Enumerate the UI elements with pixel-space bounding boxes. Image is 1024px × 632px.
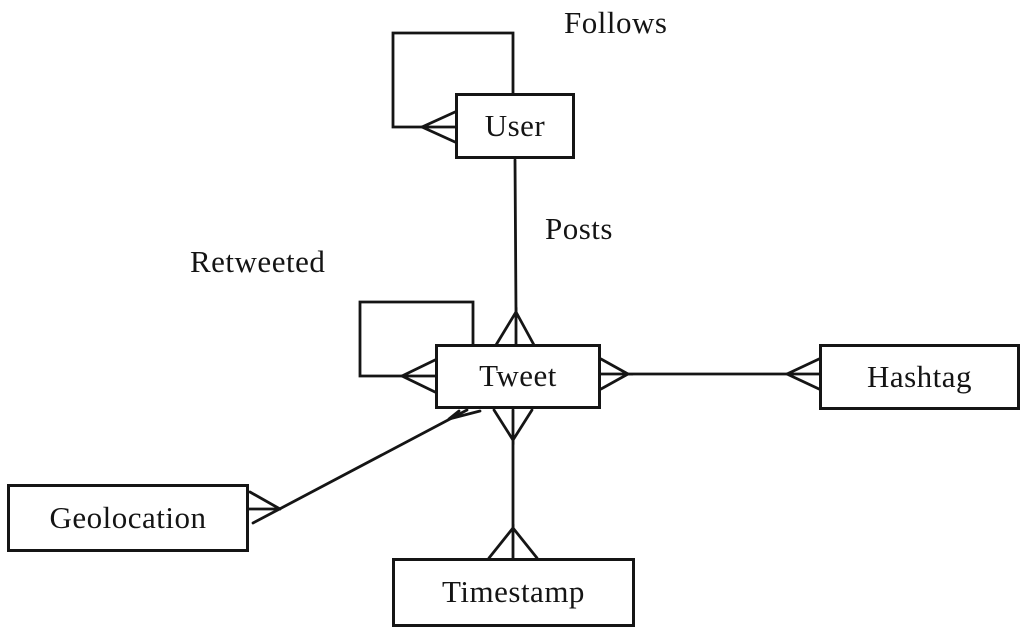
entity-tweet: Tweet	[435, 344, 601, 409]
tweet-hashtag-crow-foot-tweet-icon	[599, 357, 634, 391]
follows-crow-foot-icon	[420, 110, 457, 144]
tweet-geolocation-crow-foot-geolocation-icon	[247, 490, 282, 511]
entity-geolocation: Geolocation	[7, 484, 249, 552]
entity-tweet-label: Tweet	[479, 358, 557, 393]
posts-crow-foot-icon	[494, 306, 536, 347]
entity-user: User	[455, 93, 575, 159]
retweeted-self-loop-line	[358, 300, 475, 378]
relationship-label-retweeted: Retweeted	[190, 244, 326, 279]
relationship-label-posts: Posts	[545, 211, 613, 246]
entity-timestamp-label: Timestamp	[442, 574, 585, 609]
entity-hashtag: Hashtag	[819, 344, 1020, 410]
tweet-geolocation-line	[251, 408, 469, 525]
tweet-timestamp-crow-foot-timestamp-icon	[487, 524, 539, 560]
entity-user-label: User	[484, 107, 546, 143]
entity-timestamp: Timestamp	[392, 558, 635, 627]
entity-geolocation-label: Geolocation	[49, 499, 207, 535]
tweet-geolocation-crow-foot-tweet-icon	[447, 409, 482, 421]
posts-line	[513, 158, 518, 314]
retweeted-crow-foot-icon	[400, 358, 437, 394]
follows-self-loop-line	[391, 31, 515, 129]
entity-hashtag-label: Hashtag	[866, 358, 973, 394]
tweet-hashtag-crow-foot-hashtag-icon	[785, 357, 821, 391]
tweet-timestamp-crow-foot-tweet-icon	[492, 408, 534, 445]
relationship-label-follows: Follows	[564, 5, 668, 40]
